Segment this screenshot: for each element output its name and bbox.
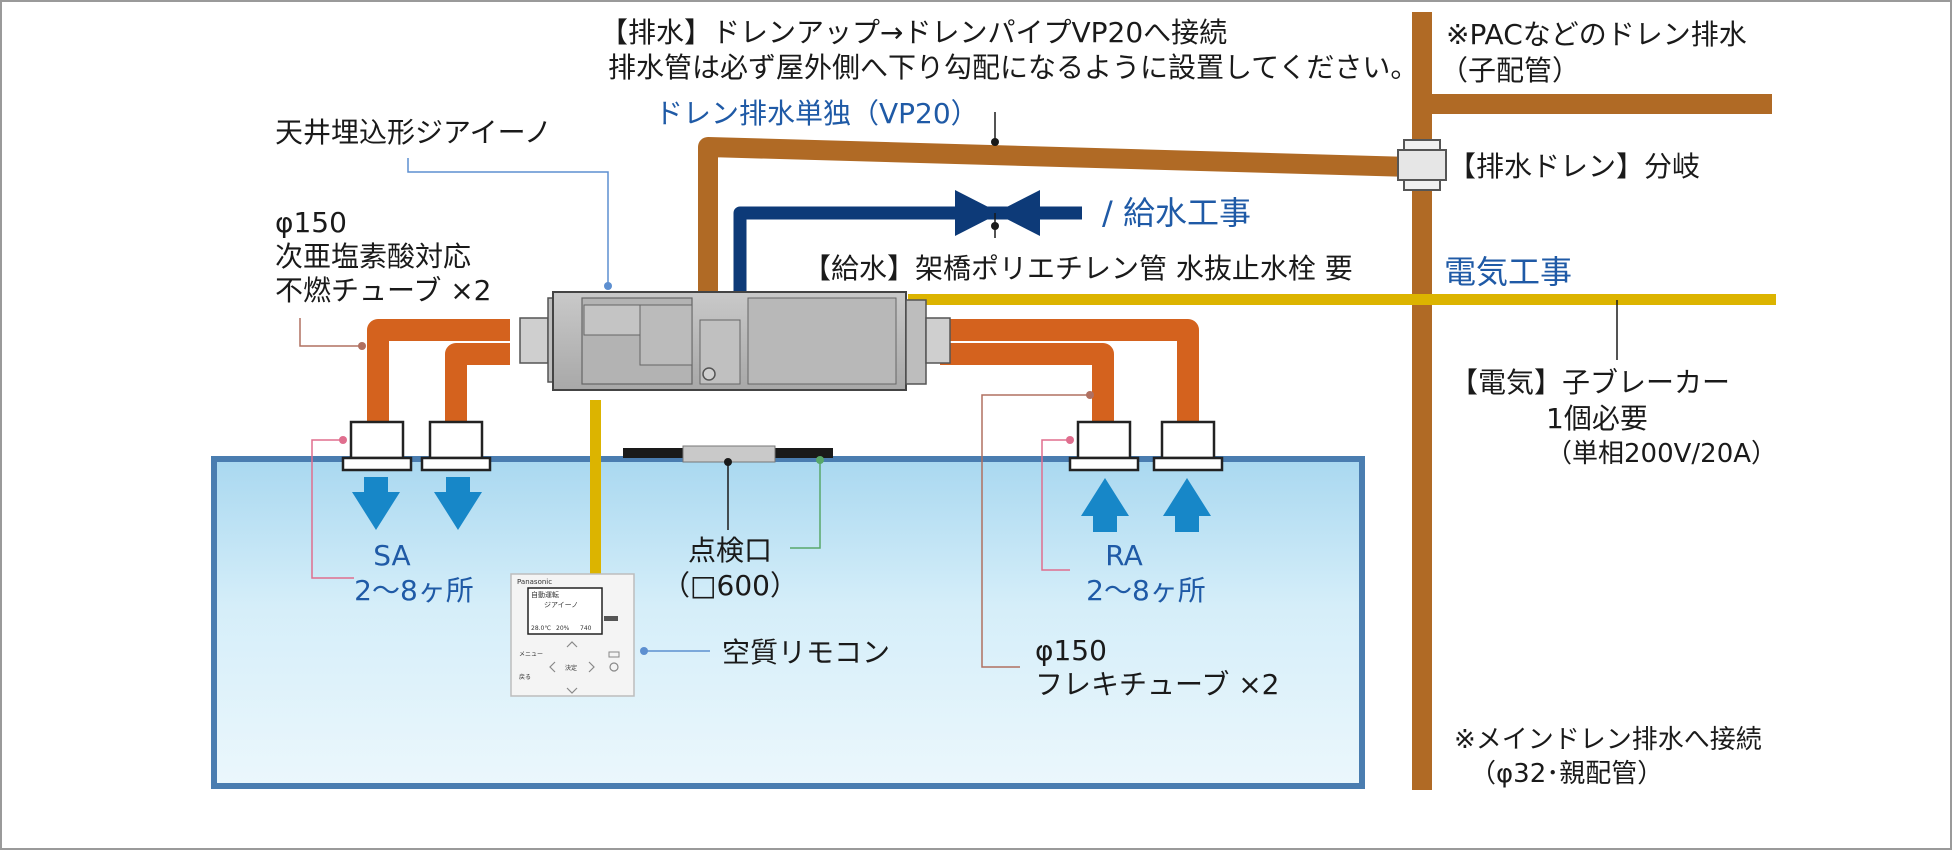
remote-controller: Panasonic 自動運転 ジアイーノ 28.0℃ 20% 740 メニュー …: [510, 573, 635, 697]
main-drain-line1: ※メインドレン排水へ接続: [1454, 725, 1762, 755]
remote-mode: 自動運転: [531, 590, 559, 599]
tube-size-label: φ150: [275, 206, 347, 239]
sa-duct-1: [367, 319, 510, 425]
branch-label: 【排水ドレン】分岐: [1448, 150, 1700, 183]
supply-work-label: / 給水工事: [1102, 194, 1251, 232]
remote-right-icon: [588, 661, 595, 673]
pac-drain-pipe: [1412, 94, 1772, 114]
sa-arrow-2: [434, 477, 482, 530]
inspection-label-1: 点検口: [688, 534, 772, 567]
breaker-line3: （単相200V/20A）: [1546, 439, 1777, 469]
remote-temp: 28.0℃: [531, 625, 551, 632]
remote-label: 空質リモコン: [722, 636, 890, 669]
remote-wire: [590, 400, 601, 575]
inspection-label-2: （□600）: [662, 569, 798, 602]
leader-sa: [311, 439, 354, 579]
sa-arrow-1: [352, 477, 400, 530]
leader-ra: [1041, 439, 1070, 571]
main-drain-line2: （φ32･親配管）: [1470, 759, 1663, 789]
remote-humidity: 20%: [556, 625, 570, 632]
sa-label: SA: [373, 539, 410, 572]
leader-tube: [299, 318, 362, 347]
branch-fitting: [1397, 139, 1447, 191]
remote-power-icon: [609, 662, 619, 672]
leader-flex: [981, 394, 1090, 668]
ra-duct-1: [940, 343, 1114, 425]
sa-duct-2: [445, 343, 510, 425]
tube-desc-line2: 不燃チューブ ×2: [275, 274, 492, 307]
remote-down-icon: [566, 687, 578, 694]
valve-left: [955, 190, 1000, 236]
ra-grille-1: [1068, 420, 1140, 472]
ceiling-unit: [519, 291, 951, 391]
remote-back: 戻る: [519, 673, 531, 681]
unit-name-label: 天井埋込形ジアイーノ: [275, 116, 552, 149]
flex-size-label: φ150: [1035, 634, 1107, 667]
main-drain-pipe: [1412, 12, 1432, 790]
ra-duct-2: [940, 319, 1199, 425]
drain-note-line2: 排水管は必ず屋外側へ下り勾配になるように設置してください。: [608, 51, 1418, 84]
breaker-line1: 【電気】子ブレーカー: [1450, 366, 1730, 399]
ra-arrow-2: [1163, 478, 1211, 532]
remote-confirm: 決定: [565, 664, 577, 672]
leader-unit: [407, 158, 609, 286]
inspection-hatch: [623, 445, 833, 463]
remote-left-icon: [549, 661, 556, 673]
supply-note-label: 【給水】架橋ポリエチレン管 水抜止水栓 要: [803, 252, 1353, 285]
ra-grille-2: [1152, 420, 1224, 472]
remote-small-button: [608, 651, 620, 658]
ra-label: RA: [1105, 539, 1142, 572]
valve-right: [995, 190, 1040, 236]
remote-brand: Panasonic: [517, 578, 552, 586]
pac-drain-label-1: ※PACなどのドレン排水: [1446, 18, 1747, 51]
remote-device: ジアイーノ: [544, 601, 578, 609]
leader-inspection-edge: [790, 460, 821, 549]
drain-note-line1: 【排水】ドレンアップ→ドレンパイプVP20へ接続: [600, 16, 1227, 49]
remote-volume: 740: [580, 625, 592, 632]
electric-work-label: 電気工事: [1444, 253, 1572, 291]
remote-menu: メニュー: [519, 651, 543, 658]
tube-desc-line1: 次亜塩素酸対応: [275, 240, 471, 273]
remote-screen: [527, 587, 603, 635]
sa-count: 2～8ヶ所: [354, 574, 474, 607]
remote-up-icon: [566, 641, 578, 648]
drain-single-label: ドレン排水単独（VP20）: [655, 97, 979, 130]
sa-grille-1: [341, 420, 413, 472]
breaker-line2: 1個必要: [1546, 402, 1648, 435]
pac-drain-label-2: （子配管）: [1440, 54, 1580, 87]
ra-arrow-1: [1081, 478, 1129, 532]
sa-grille-2: [420, 420, 492, 472]
unit-drain-pipe: [698, 137, 1413, 314]
remote-status-bar: [604, 616, 618, 621]
electric-line: [908, 294, 1776, 305]
flex-desc-label: フレキチューブ ×2: [1035, 668, 1280, 701]
ra-count: 2～8ヶ所: [1086, 574, 1206, 607]
